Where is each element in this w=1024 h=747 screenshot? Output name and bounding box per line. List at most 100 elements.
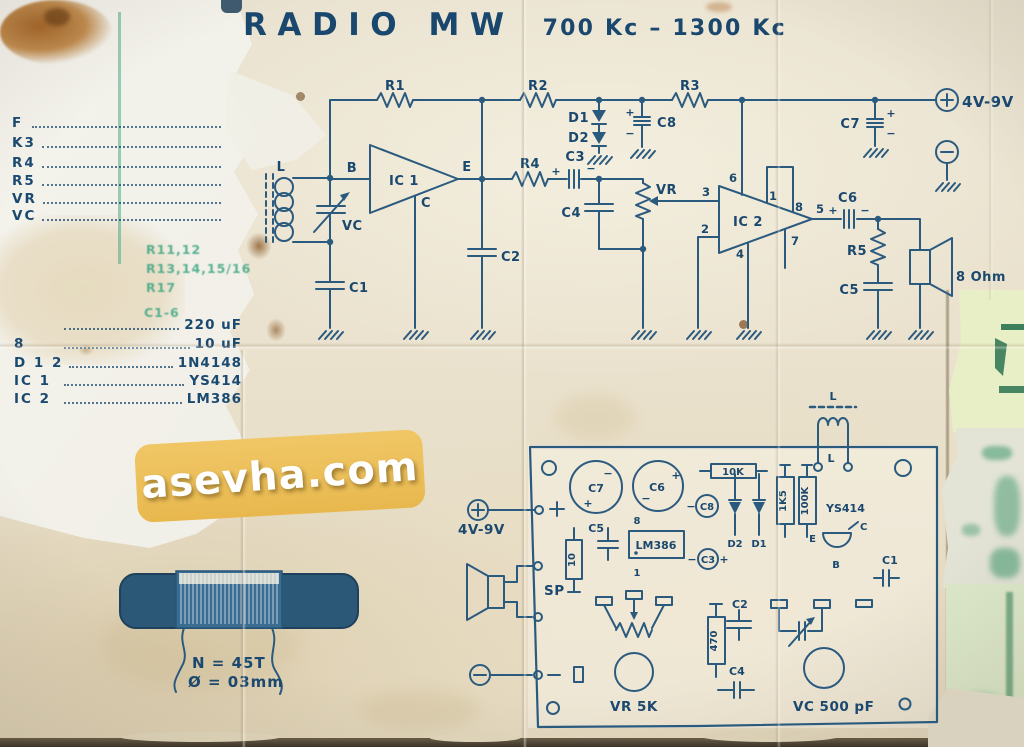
- pcb-vr-label: VR 5K: [610, 699, 658, 715]
- dotted-leader: [41, 146, 221, 148]
- label-r4: R4: [520, 157, 540, 172]
- torn-corner-paper: [928, 688, 1024, 747]
- dotted-leader: [32, 126, 221, 128]
- pcb-pin8-label: 8: [634, 516, 641, 527]
- pcb-c3-plus: +: [719, 553, 728, 566]
- page-title: RADIO MW 700 Kc – 1300 Kc: [243, 7, 787, 43]
- pcb-pin1-label: 1: [634, 568, 641, 579]
- pcb-470-resistor: [707, 603, 726, 678]
- ghost-row: C1-6: [144, 305, 180, 320]
- left-column: [292, 177, 371, 329]
- ghost-row: R13,14,15/16: [146, 261, 252, 276]
- c7-electrolytic: [866, 118, 884, 128]
- dotted-leader: [64, 384, 185, 386]
- resistor-r5: [870, 228, 886, 266]
- diode-d1: [591, 109, 607, 125]
- dotted-leader: [64, 328, 180, 330]
- ghost-parts-list-green: R11,12 R13,14,15/16 R17: [146, 240, 251, 297]
- ghost-row: R17: [146, 280, 177, 295]
- pcb-100k-resistor: [798, 464, 817, 538]
- c3-plus: +: [551, 165, 560, 178]
- label-c4: C4: [561, 206, 581, 221]
- label-vc: VC: [342, 219, 363, 234]
- pcb-paper-lightening: [528, 445, 938, 728]
- part-label: R4: [12, 155, 36, 171]
- pcb-l-label: L: [827, 452, 834, 465]
- part-label: IC 2: [14, 391, 52, 407]
- label-c3: C3: [565, 150, 585, 165]
- pcb-c6-minus: −: [641, 492, 650, 505]
- negative-terminal-icon: [935, 140, 959, 181]
- pcb-vc-symbol: [770, 599, 831, 647]
- pcb-l-label-top: L: [829, 390, 836, 403]
- dotted-leader: [41, 184, 221, 186]
- green-rule-mark: [1006, 592, 1013, 722]
- c5-capacitor: [863, 282, 893, 291]
- paper-stain-patch: [0, 215, 185, 365]
- part-label: D 1 2: [14, 355, 64, 371]
- winding-hatch: [180, 573, 278, 624]
- dotted-leader: [42, 219, 221, 221]
- pcb-470-label: 470: [709, 631, 720, 652]
- pcb-c5-label: C5: [588, 522, 604, 535]
- pin8: 8: [795, 200, 803, 214]
- c2-capacitor: [467, 248, 497, 257]
- junction-dots: [326, 96, 882, 253]
- pcb-diode-d2: [728, 473, 742, 536]
- pcb-pot-symbol: [595, 590, 673, 638]
- pcb-layout: 4V-9V SP C7 − + C6 + −: [458, 390, 939, 729]
- pcb-lm386-box: [628, 530, 685, 559]
- parts-list-top: F K3 R4 R5 VR VC: [12, 112, 226, 224]
- ghost-parts-list-green: C1-6: [144, 303, 180, 322]
- main-schematic: R1 R2 R3 R4 L B IC 1 E C VC C1 C2 D1 D2 …: [265, 79, 1014, 340]
- coil-wire-note: Ø = 03mm: [188, 673, 284, 691]
- resistor-r2: [519, 92, 557, 108]
- part-value: YS414: [189, 373, 242, 389]
- ferrite-rod-drawing: N = 45T Ø = 03mm: [119, 570, 359, 695]
- part-label: 8: [14, 336, 26, 352]
- pcb-c4-label: C4: [729, 665, 745, 678]
- part-label: R5: [12, 173, 36, 189]
- pcb-c2-label: C2: [732, 598, 748, 611]
- antenna-coil: [265, 173, 294, 247]
- label-8ohm: 8 Ohm: [956, 270, 1006, 285]
- pcb-c3-label: C3: [701, 555, 715, 566]
- green-smudge: [982, 446, 1012, 460]
- supply-rail: [329, 99, 937, 207]
- pcb-c7-plus: +: [583, 497, 592, 510]
- pcb-outline: [528, 445, 939, 729]
- label-supply: 4V-9V: [962, 93, 1014, 111]
- c6-plus: +: [828, 204, 837, 217]
- ic2-pin2: [697, 236, 720, 329]
- c8-minus: −: [625, 127, 634, 140]
- green-ledger-rule: [118, 12, 121, 264]
- pcb-positive-terminal-icon: [467, 499, 565, 521]
- pcb-transistor-icon: [822, 521, 859, 548]
- pcb-vc-label: VC 500 pF: [793, 699, 874, 715]
- label-c8: C8: [657, 116, 677, 131]
- green-smudge: [994, 476, 1020, 536]
- label-ic2: IC 2: [733, 215, 763, 230]
- pcb-100k-label: 100K: [800, 485, 811, 515]
- positive-terminal-icon: [935, 88, 959, 112]
- pcb-sp-label: SP: [544, 583, 565, 599]
- paper-edge-bump: [700, 730, 840, 742]
- pcb-c4-capacitor: [717, 681, 755, 699]
- diode-d2: [591, 131, 607, 147]
- ic2-gain-bracket: [766, 166, 794, 213]
- label-b: B: [347, 161, 357, 176]
- c1-capacitor: [315, 281, 345, 290]
- label-c1: C1: [349, 281, 369, 296]
- underlay-green-paper: [949, 290, 1024, 432]
- watermark-badge: asevha.com: [134, 429, 426, 523]
- speaker-icon: [909, 237, 953, 297]
- part-value: LM386: [186, 391, 242, 407]
- part-label: VR: [12, 191, 37, 207]
- frequency-range: 700 Kc – 1300 Kc: [542, 16, 787, 41]
- label-c7: C7: [840, 117, 860, 132]
- part-label: F: [12, 115, 24, 131]
- ghost-row: R11,12: [146, 242, 202, 257]
- pcb-c5-capacitor: [597, 527, 619, 561]
- c8-electrolytic: [633, 116, 651, 126]
